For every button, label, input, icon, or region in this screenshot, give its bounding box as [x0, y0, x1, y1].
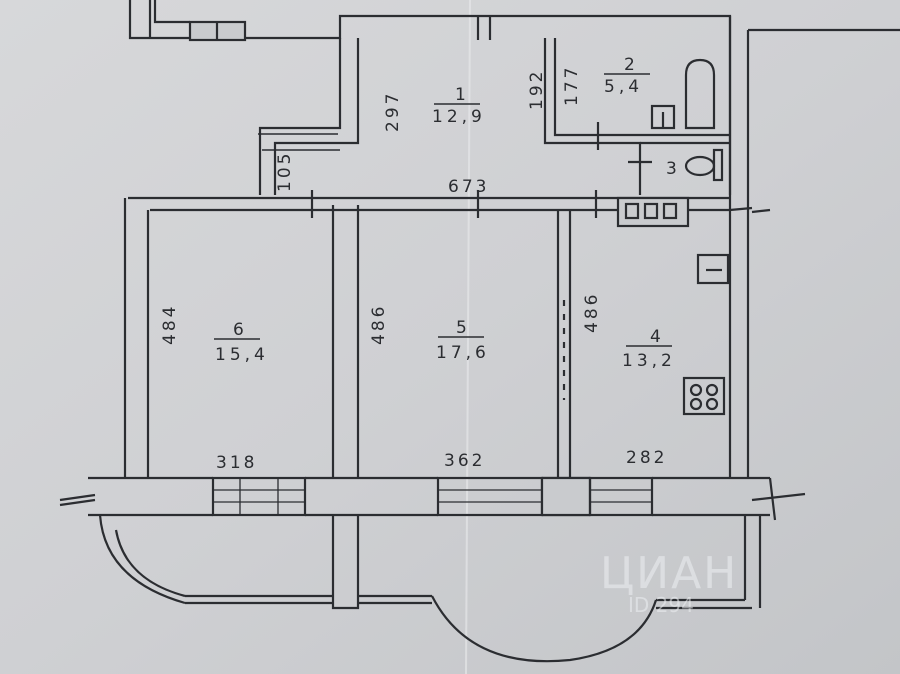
room-4-number: 4 — [650, 327, 661, 347]
window-pier — [540, 476, 592, 517]
dim-room4-width: 282 — [626, 448, 667, 468]
wall-right — [728, 16, 750, 478]
wall-bath-inner — [553, 38, 730, 137]
dim-hall-height: 297 — [383, 91, 403, 132]
break-mark-wall — [729, 206, 771, 214]
stove-ring-3 — [689, 397, 703, 411]
room-2-area: 5,4 — [604, 77, 643, 97]
stove-ring-4 — [705, 397, 719, 411]
burner-1 — [624, 202, 640, 220]
wall-hall-left-inner — [273, 38, 360, 195]
corridor-lines — [258, 133, 340, 151]
dim-room5-height: 486 — [369, 304, 389, 345]
kitchen-sink — [696, 253, 730, 285]
kitchen-stove — [682, 376, 726, 416]
balcony-rail-mid — [358, 594, 432, 605]
room-4-area: 13,2 — [622, 351, 676, 371]
dim-room6-height: 484 — [160, 304, 180, 345]
burner-2 — [643, 202, 659, 220]
dim-bath-height: 177 — [562, 65, 582, 106]
wall-bath-left — [543, 38, 642, 195]
dimension-labels: 297 192 177 105 673 484 486 486 318 362 … — [160, 65, 667, 473]
watermark-brand: ЦИАН — [600, 548, 738, 599]
stove-ring-2 — [705, 383, 719, 397]
room-5-area: 17,6 — [436, 343, 490, 363]
dim-room6-width: 318 — [216, 453, 257, 473]
room-2-number: 2 — [624, 55, 635, 75]
window-room4 — [588, 476, 654, 517]
room-labels: 1 12,9 2 5,4 3 4 13,2 5 17,6 6 15,4 — [214, 55, 677, 371]
window-room4-sash — [590, 489, 652, 503]
toilet-bowl — [684, 155, 716, 177]
wall-room5-room4 — [556, 210, 572, 478]
balcony-arc-left — [98, 514, 186, 605]
stove-ring-1 — [689, 383, 703, 397]
balcony-divider — [331, 515, 360, 610]
dim-hall-side: 192 — [527, 69, 547, 110]
dim-corridor: 105 — [275, 151, 295, 192]
room-3-number: 3 — [666, 159, 677, 179]
window-room6-sash — [213, 478, 305, 515]
watermark-id: ID 294 — [628, 593, 694, 617]
balcony-rail-left — [185, 594, 333, 605]
room-6-number: 6 — [233, 320, 244, 340]
balcony-rail-right — [656, 515, 762, 610]
room-1-number: 1 — [455, 85, 466, 105]
bathtub — [684, 58, 716, 130]
watermark: ЦИАН ID 294 — [600, 548, 738, 617]
counter-top — [616, 196, 690, 228]
dim-room4-height: 486 — [582, 292, 602, 333]
break-mark-right — [751, 477, 806, 521]
walls — [59, 0, 900, 663]
window-room5-sash — [438, 489, 542, 503]
wall-hall-left — [258, 38, 342, 195]
dim-corridor-length: 673 — [448, 177, 489, 197]
wall-room6-room5 — [331, 205, 360, 478]
window-room6 — [211, 476, 307, 517]
burner-3 — [662, 202, 678, 220]
dim-room5-width: 362 — [444, 451, 485, 471]
room-6-area: 15,4 — [215, 345, 269, 365]
room-5-number: 5 — [456, 318, 467, 338]
break-mark-left — [59, 493, 96, 507]
room-1-area: 12,9 — [432, 107, 486, 127]
balcony-bay — [431, 595, 658, 663]
wall-left — [123, 198, 150, 478]
